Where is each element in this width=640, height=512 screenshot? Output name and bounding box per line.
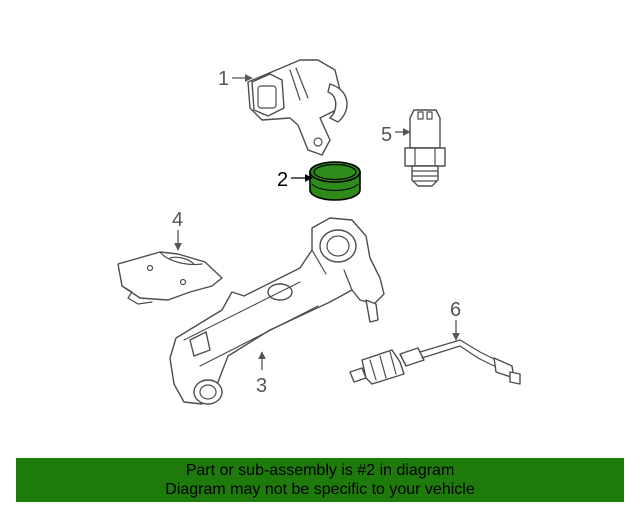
callout-4[interactable]: 4 bbox=[172, 209, 183, 231]
callout-6[interactable]: 6 bbox=[450, 299, 461, 321]
part-2-cap[interactable] bbox=[309, 161, 361, 201]
part-6-oxygen-sensor[interactable] bbox=[349, 339, 521, 385]
notice-line-1: Part or sub-assembly is #2 in diagram bbox=[185, 462, 455, 479]
part-4-bracket[interactable] bbox=[117, 251, 223, 305]
part-1-sensor[interactable] bbox=[247, 59, 348, 156]
callout-2[interactable]: 2 bbox=[277, 169, 288, 191]
callout-3[interactable]: 3 bbox=[256, 375, 267, 397]
notice-banner: Part or sub-assembly is #2 in diagram Di… bbox=[16, 458, 624, 502]
callout-1[interactable]: 1 bbox=[218, 68, 229, 90]
notice-line-2: Diagram may not be specific to your vehi… bbox=[165, 481, 475, 498]
part-5-pressure-sensor[interactable] bbox=[404, 109, 446, 187]
callout-5[interactable]: 5 bbox=[381, 124, 392, 146]
part-3-housing[interactable] bbox=[169, 217, 385, 405]
